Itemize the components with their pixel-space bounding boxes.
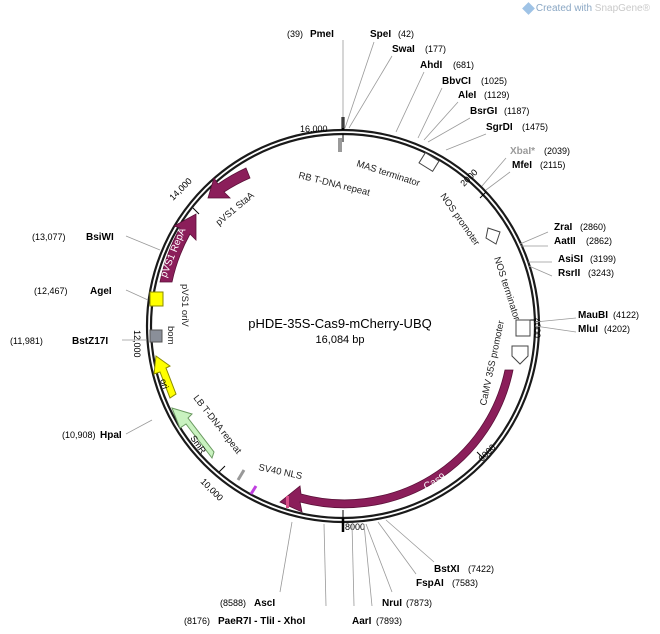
enzyme-maubi-pos: (4122) [613,310,639,320]
enzyme-sgrdi[interactable]: SgrDI [486,122,513,133]
enzyme-alei-pos: (1129) [484,90,509,100]
enzyme-bstxi[interactable]: BstXI [434,564,460,575]
feature-ori: ori [158,378,171,391]
enzyme-labels-bottom: BstXI (7422) FspAI (7583) NruI (7873) Aa… [184,564,494,627]
enzyme-asisi[interactable]: AsiSI [558,254,583,265]
enzyme-bbvci[interactable]: BbvCI [442,76,471,87]
enzyme-bsiwi-pos: (13,077) [32,232,66,242]
pvs1-staa-arrow [207,167,251,199]
enzyme-asisi-pos: (3199) [590,254,616,264]
tick-14000: 14,000 [167,176,194,203]
enzyme-asci[interactable]: AscI [254,598,275,609]
tick-12000: 12,000 [132,330,142,358]
plasmid-length: 16,084 bp [316,334,365,346]
tick-4000: 4000 [532,318,542,338]
mas-terminator-shape [418,151,440,173]
enzyme-bstxi-pos: (7422) [468,564,494,574]
smr-arrow [171,407,215,460]
enzyme-agei-pos: (12,467) [34,286,68,296]
enzyme-aatii-pos: (2862) [586,236,612,246]
enzyme-aari-pos: (7893) [376,616,402,626]
brand-suffix: ® [642,3,650,14]
rb-repeat-marker [338,138,342,152]
brand-prefix: Created with [535,3,595,14]
enzyme-sgrdi-pos: (1475) [522,122,548,132]
enzyme-aatii[interactable]: AatII [554,236,576,247]
nos-promoter-shape [485,227,501,245]
plasmid-name: pHDE-35S-Cas9-mCherry-UBQ [248,316,431,331]
enzyme-mfei[interactable]: MfeI [512,160,532,171]
nos-terminator-shape [515,319,531,337]
cas9-arrow [279,369,514,513]
lb-repeat-purple-marker [249,485,258,495]
enzyme-zrai-pos: (2860) [580,222,606,232]
snapgene-brand: Created with SnapGene® [522,1,650,15]
enzyme-swai[interactable]: SwaI [392,44,415,55]
enzyme-bstz17i-pos: (11,981) [10,336,43,346]
feature-bom: bom [165,326,176,345]
scale-ticks [151,134,535,532]
enzyme-mlui-pos: (4202) [604,324,630,334]
feature-mas-terminator: MAS terminator [355,158,421,189]
enzyme-mlui[interactable]: MluI [578,324,598,335]
enzyme-rsrii[interactable]: RsrII [558,268,580,279]
tick-16000: 16,000 [300,124,328,134]
enzyme-rsrii-pos: (3243) [588,268,614,278]
enzyme-bsrgi[interactable]: BsrGI [470,106,497,117]
enzyme-connectors [122,40,577,607]
enzyme-pmei[interactable]: PmeI [310,29,334,40]
enzyme-asci-pos: (8588) [220,598,246,608]
tick-8000: 8000 [345,522,365,532]
enzyme-fspai[interactable]: FspAI [416,578,444,589]
enzyme-paer7i[interactable]: PaeR7I - TliI - XhoI [218,616,305,627]
enzyme-paer7i-pos: (8176) [184,616,210,626]
enzyme-nrui-pos: (7873) [406,598,432,608]
feature-pvs1-oriv: pVS1 oriV [179,284,190,327]
feature-nos-promoter: NOS promoter [438,191,482,247]
feature-nos-terminator: NOS terminator [491,256,522,322]
enzyme-ahdi-pos: (681) [453,60,474,70]
enzyme-labels: (39) PmeI SpeI (42) SwaI (177) AhdI (681… [287,29,639,335]
enzyme-nrui[interactable]: NruI [382,598,402,609]
enzyme-hpai[interactable]: HpaI [100,430,122,441]
enzyme-ahdi[interactable]: AhdI [420,60,442,71]
enzyme-bbvci-pos: (1025) [481,76,507,86]
enzyme-agei[interactable]: AgeI [90,286,112,297]
enzyme-hpai-pos: (10,908) [62,430,96,440]
enzyme-spei[interactable]: SpeI [370,29,391,40]
feature-rb-repeat: RB T-DNA repeat [297,170,371,198]
enzyme-xbai-pos: (2039) [544,146,570,156]
enzyme-bsiwi[interactable]: BsiWI [86,232,114,243]
enzyme-fspai-pos: (7583) [452,578,478,588]
enzyme-maubi[interactable]: MauBI [578,310,608,321]
enzyme-aari[interactable]: AarI [352,616,372,627]
enzyme-swai-pos: (177) [425,44,446,54]
enzyme-bsrgi-pos: (1187) [504,106,529,116]
enzyme-zrai[interactable]: ZraI [554,222,573,233]
bom-box [149,329,163,343]
ori-arrow [153,355,177,399]
enzyme-pmei-pos: (39) [287,29,303,39]
enzyme-alei[interactable]: AleI [458,90,477,101]
feature-sv40-nls: SV40 NLS [257,462,303,482]
brand-name: SnapGene [594,3,643,14]
pvs1-oriv-box [149,291,164,307]
lb-repeat-gray-marker [236,469,246,481]
enzyme-xbai[interactable]: XbaI* [510,146,535,157]
camv35s-shape [511,345,529,365]
pvs1-repa-arrow [159,213,197,283]
enzyme-mfei-pos: (2115) [540,160,565,170]
enzyme-bstz17i[interactable]: BstZ17I [72,336,108,347]
enzyme-spei-pos: (42) [398,29,414,39]
enzyme-labels-left: (10,908) HpaI (11,981) BstZ17I (12,467) … [10,232,122,441]
sv40-nls-marker [286,496,289,508]
